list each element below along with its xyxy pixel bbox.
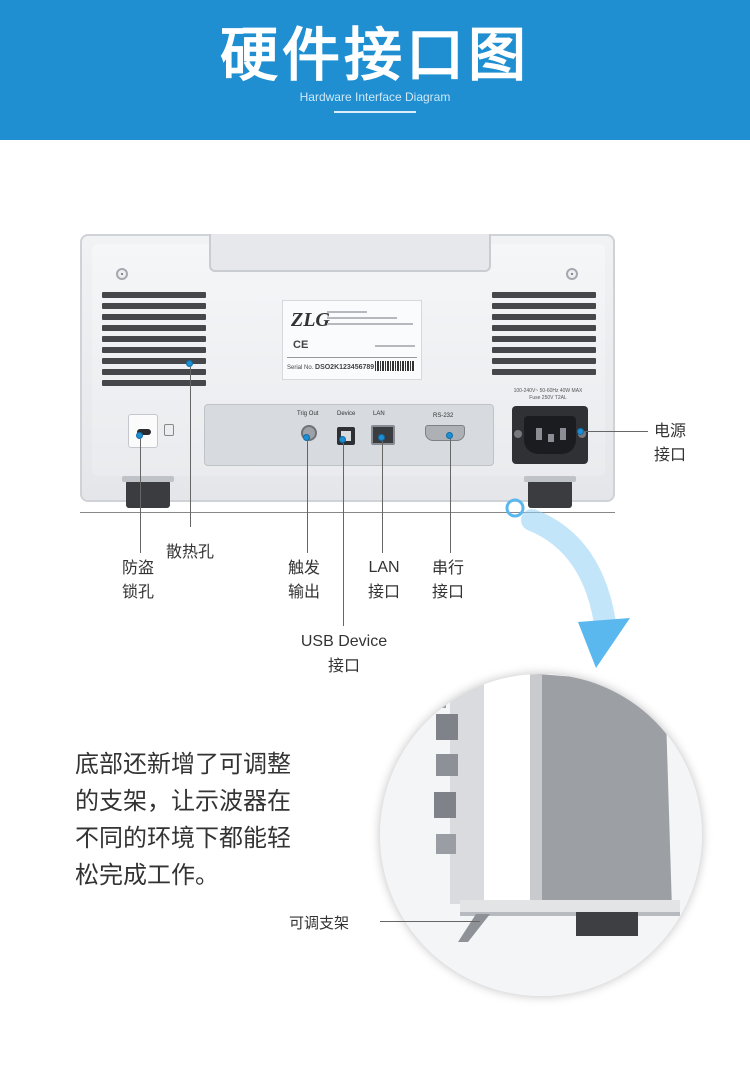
left-vent <box>102 292 206 392</box>
plate-line <box>327 323 413 325</box>
lock-callout-line <box>140 439 141 553</box>
callout-lan-line2: 接口 <box>368 582 401 601</box>
description-line: 底部还新增了可调整 <box>75 750 291 778</box>
plate-divider <box>287 357 417 358</box>
plate-line <box>327 317 397 319</box>
socket-bolt <box>514 430 522 438</box>
usb-device-label: Device <box>337 411 356 417</box>
lock-icon <box>164 424 174 436</box>
callout-usb-line2: 接口 <box>327 656 360 675</box>
callout-trig-line1: 触发 <box>288 558 321 577</box>
device-base-line <box>80 512 615 513</box>
power-socket <box>512 406 588 464</box>
serial-value: DSO2K123456789 <box>315 364 375 371</box>
curved-arrow-icon <box>505 498 630 668</box>
stand-closeup-illustration <box>380 674 702 996</box>
description-line: 松完成工作。 <box>75 861 219 889</box>
title-underline <box>334 111 416 113</box>
rating-label-plate: ZLG CE Serial No. DSO2K123456789 <box>282 300 422 380</box>
callout-lock: 防盗 锁孔 <box>122 556 154 604</box>
callout-lock-line2: 锁孔 <box>122 582 155 601</box>
callout-serial-line1: 串行 <box>432 558 465 577</box>
callout-serial: 串行 接口 <box>432 556 464 604</box>
oscilloscope-rear-panel: ZLG CE Serial No. DSO2K123456789 100-240… <box>80 234 615 508</box>
vent-callout-line <box>190 367 191 527</box>
header-banner: 硬件接口图 Hardware Interface Diagram <box>0 0 750 140</box>
right-foot <box>524 476 576 508</box>
serial-label: Serial No. <box>287 365 314 371</box>
callout-power: 电源 接口 <box>654 419 686 467</box>
stand-callout-line <box>380 921 480 922</box>
socket-pin <box>548 434 554 442</box>
serial-callout-dot <box>446 432 453 439</box>
callout-lan: LAN 接口 <box>368 556 400 604</box>
callout-trig: 触发 输出 <box>288 556 320 604</box>
callout-serial-line2: 接口 <box>432 582 465 601</box>
description-line: 的支架，让示波器在 <box>75 787 291 815</box>
callout-trig-line2: 输出 <box>288 582 321 601</box>
page-title: 硬件接口图 <box>219 21 530 89</box>
socket-pin <box>560 428 566 440</box>
callout-lan-line1: LAN <box>368 559 400 576</box>
trig-out-label: Trig Out <box>297 411 319 417</box>
plate-line <box>327 311 367 313</box>
handle-recess <box>209 234 491 272</box>
usb-callout-dot <box>339 436 346 443</box>
right-vent <box>492 292 596 382</box>
callout-lock-line1: 防盗 <box>122 558 155 577</box>
ce-mark: CE <box>293 339 309 351</box>
vent-callout-dot <box>186 360 193 367</box>
rs232-label: RS-232 <box>433 413 454 419</box>
power-callout-line <box>584 431 648 432</box>
callout-usb: USB Device 接口 <box>294 630 394 678</box>
trig-callout-dot <box>303 434 310 441</box>
stand-label: 可调支架 <box>289 914 350 932</box>
lan-callout-dot <box>378 434 385 441</box>
callout-power-line2: 接口 <box>654 445 687 464</box>
lock-callout-dot <box>136 432 143 439</box>
io-port-panel: Trig Out Device LAN RS-232 <box>204 404 494 466</box>
power-rating-line: 100-240V~ 50-60Hz 40W MAX <box>513 388 583 394</box>
description-line: 不同的环境下都能轻 <box>75 824 291 852</box>
stand-closeup <box>380 674 702 996</box>
callout-vent: 散热孔 <box>166 540 214 564</box>
brand-logo: ZLG <box>291 309 330 331</box>
screw-icon <box>566 268 578 280</box>
trig-callout-line <box>307 441 308 553</box>
left-foot <box>122 476 174 508</box>
page-subtitle: Hardware Interface Diagram <box>299 90 451 104</box>
lan-port-label: LAN <box>373 411 385 417</box>
fuse-rating-line: Fuse 250V T2AL <box>529 395 567 401</box>
security-lock-slot <box>128 414 158 448</box>
socket-pin <box>536 428 542 440</box>
lan-callout-line <box>382 441 383 553</box>
callout-power-line1: 电源 <box>654 421 687 440</box>
plate-line <box>375 345 415 347</box>
screw-icon <box>116 268 128 280</box>
usb-callout-line <box>343 443 344 626</box>
barcode <box>375 361 415 371</box>
rs232-port <box>425 425 465 441</box>
callout-usb-line1: USB Device <box>300 633 388 650</box>
stand-description: 底部还新增了可调整 的支架，让示波器在 不同的环境下都能轻 松完成工作。 <box>75 746 345 894</box>
serial-number: Serial No. DSO2K123456789 <box>287 364 417 371</box>
serial-callout-line <box>450 439 451 553</box>
power-callout-dot <box>577 428 584 435</box>
power-rating: 100-240V~ 50-60Hz 40W MAX Fuse 250V T2AL <box>512 388 584 402</box>
callout-vent-text: 散热孔 <box>166 542 215 561</box>
